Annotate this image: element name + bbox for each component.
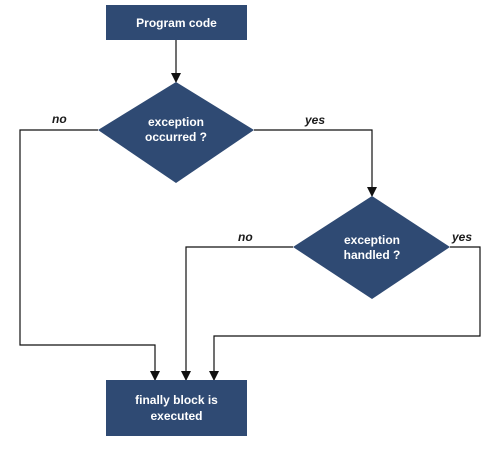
- program-code-label: Program code: [136, 16, 217, 30]
- connector-handled-no-to-finally: [181, 246, 293, 381]
- exception-handled-label-line2: handled ?: [344, 248, 401, 262]
- connector-occurred-yes-to-handled: [254, 129, 377, 197]
- exception-occurred-label-line2: occurred ?: [145, 130, 207, 144]
- edge-label-occurred-yes: yes: [304, 113, 325, 127]
- finally-block-node: finally block is executed: [106, 380, 247, 436]
- finally-block-label-line2: executed: [150, 409, 202, 423]
- finally-block-label-line1: finally block is: [135, 393, 218, 407]
- edge-label-occurred-no: no: [52, 112, 67, 126]
- edge-label-handled-no: no: [238, 230, 253, 244]
- exception-occurred-decision: exception occurred ?: [98, 82, 254, 183]
- connector-handled-yes-to-finally: [209, 246, 481, 381]
- program-code-node: Program code: [106, 5, 247, 40]
- exception-handled-decision: exception handled ?: [293, 196, 450, 299]
- exception-occurred-label-line1: exception: [148, 115, 204, 129]
- edge-label-handled-yes: yes: [451, 230, 472, 244]
- exception-handled-label-line1: exception: [344, 233, 400, 247]
- connector-occurred-no-to-finally: [19, 129, 160, 381]
